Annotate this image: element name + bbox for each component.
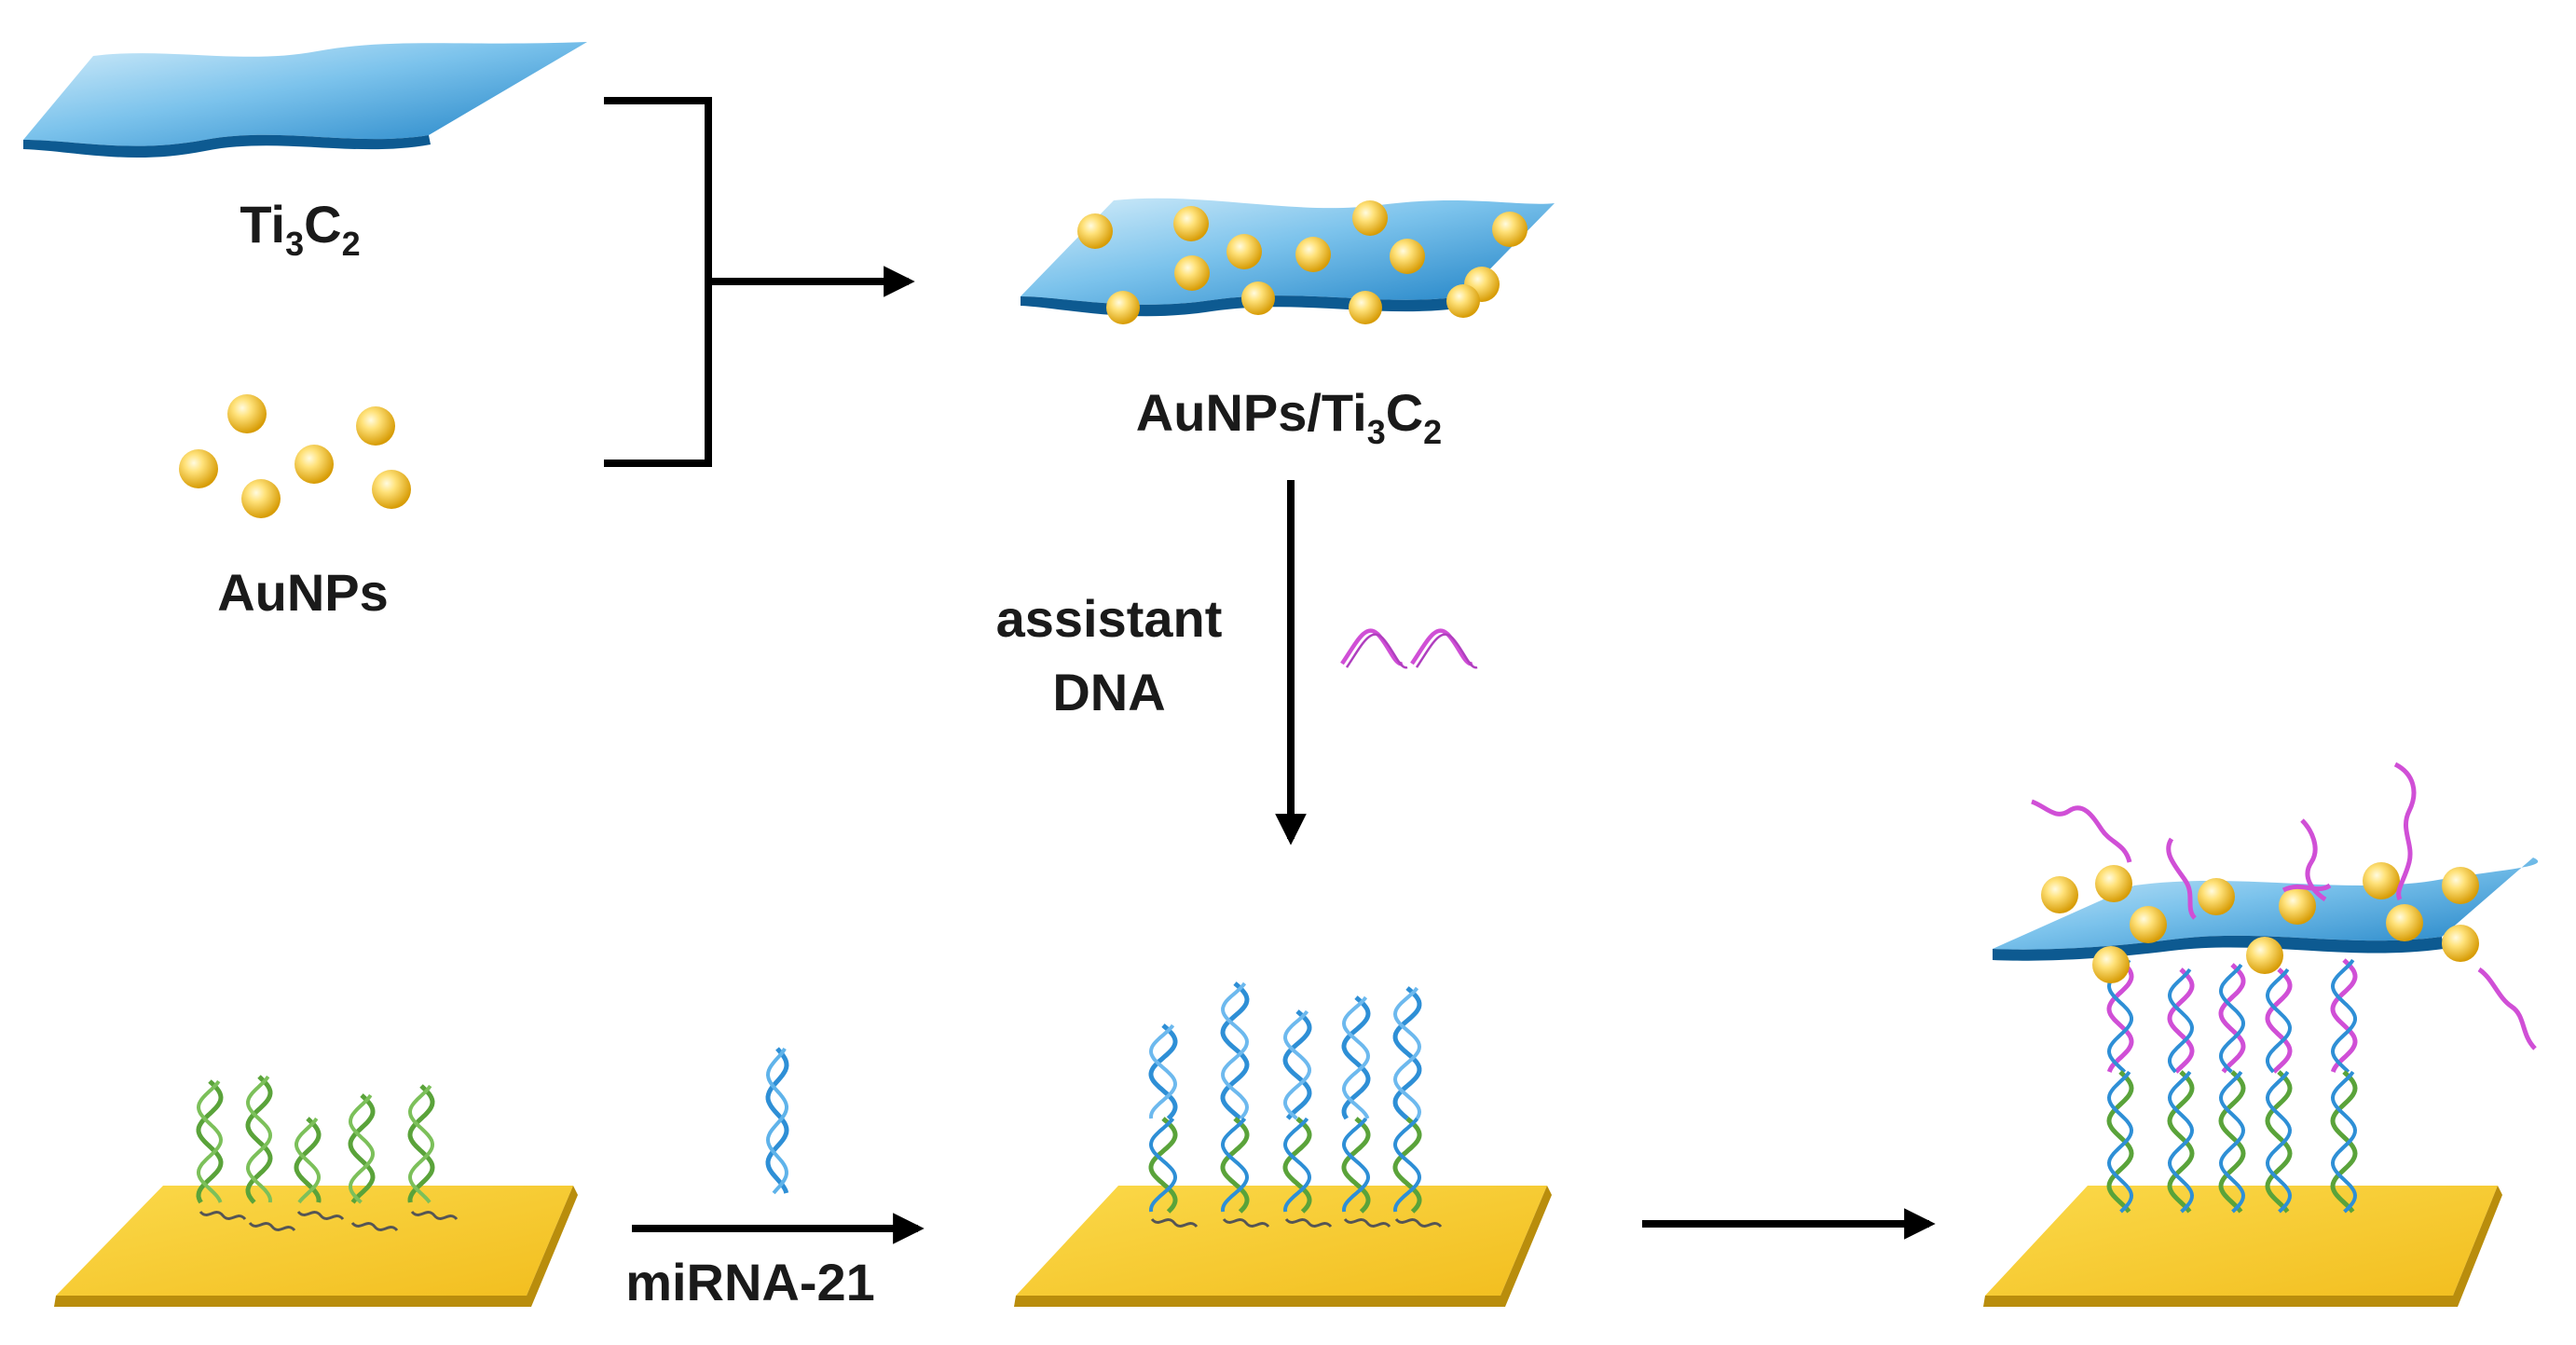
- gold-nanoparticle-icon: [1226, 234, 1262, 269]
- dna-helix-icon: [196, 1079, 224, 1204]
- dna-tail-icon: [1150, 1217, 1199, 1228]
- gold-nanoparticle-icon: [1077, 213, 1113, 249]
- dna-helix-icon: [1392, 986, 1422, 1120]
- ti3c2-label: Ti3C2: [240, 195, 361, 263]
- dna-helix-icon: [2330, 958, 2358, 1074]
- assistant-dna-strand-icon: [2477, 967, 2537, 1050]
- gold-nanoparticle-icon: [1173, 206, 1209, 241]
- gold-nanoparticle-icon: [1492, 212, 1528, 247]
- dna-tail-icon: [350, 1221, 399, 1232]
- gold-nanoparticle-icon: [1349, 291, 1382, 324]
- gold-nanoparticle-icon: [2386, 904, 2423, 941]
- aunps-ti3c2-label: AuNPs/Ti3C2: [1135, 383, 1443, 451]
- dna-helix-icon: [1341, 995, 1371, 1120]
- assistant-dna-strand-icon: [2031, 799, 2132, 863]
- gold-nanoparticle-icon: [1446, 284, 1480, 318]
- assistant-dna-strand-icon: [2393, 762, 2417, 901]
- gold-nanoparticle-icon: [1106, 291, 1140, 324]
- assistant-dna-strand-icon: [2281, 883, 2332, 893]
- dna-helix-icon: [2167, 968, 2195, 1074]
- dna-helix-icon: [1282, 1009, 1312, 1120]
- dna-helix-icon: [1341, 1117, 1371, 1214]
- gold-nanoparticle-icon: [2130, 906, 2167, 943]
- dna-helix-icon: [1148, 1023, 1178, 1120]
- assistant-dna-strand-icon: [1340, 628, 1478, 669]
- dna-helix-icon: [2167, 1070, 2195, 1214]
- dna-tail-icon: [410, 1210, 459, 1221]
- gold-nanoparticle-icon: [356, 406, 395, 446]
- dna-helix-icon: [2330, 1070, 2358, 1214]
- gold-nanoparticle-icon: [372, 470, 411, 509]
- gold-nanoparticle-icon: [295, 445, 334, 484]
- gold-nanoparticle-icon: [2363, 862, 2400, 899]
- dna-helix-icon: [294, 1117, 322, 1204]
- gold-nanoparticle-icon: [1174, 255, 1210, 291]
- dna-helix-icon: [1220, 1117, 1250, 1214]
- dna-tail-icon: [248, 1221, 296, 1232]
- gold-nanoparticle-icon: [2092, 946, 2130, 983]
- gold-nanoparticle-icon: [2041, 876, 2078, 913]
- gold-nanoparticle-icon: [1352, 200, 1388, 236]
- gold-nanoparticle-icon: [2442, 867, 2479, 904]
- dna-helix-icon: [2106, 1070, 2134, 1214]
- electrode-1-icon: [54, 1186, 578, 1307]
- gold-nanoparticle-icon: [1241, 281, 1275, 315]
- dna-helix-icon: [1220, 981, 1250, 1120]
- ti3c2-sheet-icon: [23, 42, 587, 158]
- gold-nanoparticle-icon: [227, 394, 267, 433]
- bound-composite-decorations: [2031, 762, 2537, 1050]
- gold-nanoparticle-icon: [2198, 878, 2235, 915]
- dna-helix-icon: [1148, 1117, 1178, 1214]
- dna-tail-icon: [1343, 1217, 1391, 1228]
- dna-helix-icon: [407, 1084, 435, 1204]
- gold-nanoparticle-icon: [2246, 937, 2283, 974]
- dna-helix-icon: [765, 1047, 789, 1195]
- dna-helix-icon: [2265, 1070, 2293, 1214]
- gold-nanoparticle-icon: [241, 479, 281, 518]
- dna-tail-icon: [1284, 1217, 1333, 1228]
- gold-nanoparticle-icon: [2279, 887, 2316, 925]
- gold-nanoparticle-icon: [179, 449, 218, 488]
- dna-helix-icon: [348, 1093, 376, 1204]
- gold-nanoparticle-icon: [2442, 925, 2479, 962]
- dna-tail-icon: [199, 1210, 247, 1221]
- dna-tail-icon: [296, 1210, 345, 1221]
- assistant-dna-strand-icon: [2166, 837, 2197, 920]
- dna-tail-icon: [1394, 1217, 1443, 1228]
- mirna-21-label: miRNA-21: [625, 1253, 875, 1311]
- combine-bracket: [604, 97, 915, 467]
- dna-helix-icon: [245, 1075, 273, 1204]
- aunps-ti3c2-composite-icon: [1021, 198, 1555, 324]
- dna-helix-icon: [2265, 968, 2293, 1074]
- electrode-3-icon: [1983, 1186, 2502, 1307]
- dna-helix-icon: [2218, 963, 2246, 1074]
- dna-helix-icon: [1282, 1117, 1312, 1214]
- aunps-cluster-icon: [179, 394, 411, 518]
- gold-nanoparticle-icon: [1295, 237, 1331, 272]
- dna-helix-icon: [2218, 1070, 2246, 1214]
- electrode-2-icon: [1014, 1186, 1552, 1307]
- aunps-label: AuNPs: [217, 563, 389, 622]
- dna-helix-icon: [1392, 1117, 1422, 1214]
- gold-nanoparticle-icon: [1390, 239, 1425, 274]
- gold-nanoparticle-icon: [2095, 865, 2132, 902]
- assistant-dna-label-line1: assistant: [995, 589, 1223, 648]
- dna-tail-icon: [1222, 1217, 1270, 1228]
- assistant-dna-label-line2: DNA: [1052, 663, 1166, 721]
